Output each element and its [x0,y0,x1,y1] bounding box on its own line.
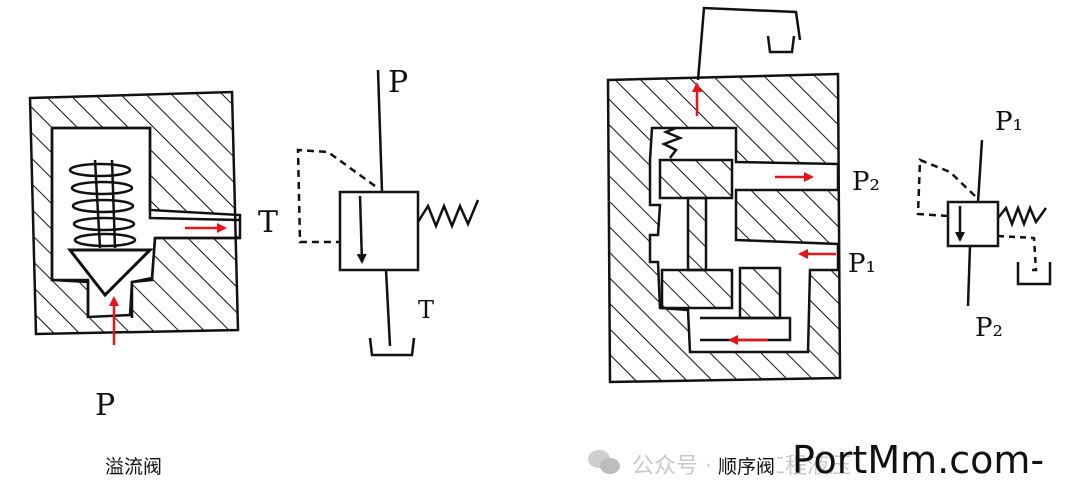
relief-valve-symbol: P T [296,65,480,357]
symbol-label-p1: P₁ [995,107,1023,137]
label-t-outlet: T [258,205,278,240]
spring [660,126,684,159]
label-p2-port: P₂ [852,167,880,197]
symbol-label-p2: P₂ [975,313,1003,343]
label-p-inlet: P [95,388,115,423]
caption-relief-valve: 溢流阀 [105,456,163,478]
poppet-cone [66,248,154,298]
watermark-overlay: PortMm.com- [792,438,1045,482]
spring [68,159,137,249]
symbol-label-t: T [418,296,434,324]
label-p1-port: P₁ [848,249,876,279]
relief-valve-body: P T [28,90,278,423]
symbol-label-p: P [388,65,408,100]
wechat-logo-icon [588,448,622,476]
sequence-valve-symbol: P₁ P₂ [916,107,1052,343]
caption-sequence-valve: 顺序阀 [716,452,778,479]
sequence-valve-body: P₂ P₁ [606,6,880,384]
